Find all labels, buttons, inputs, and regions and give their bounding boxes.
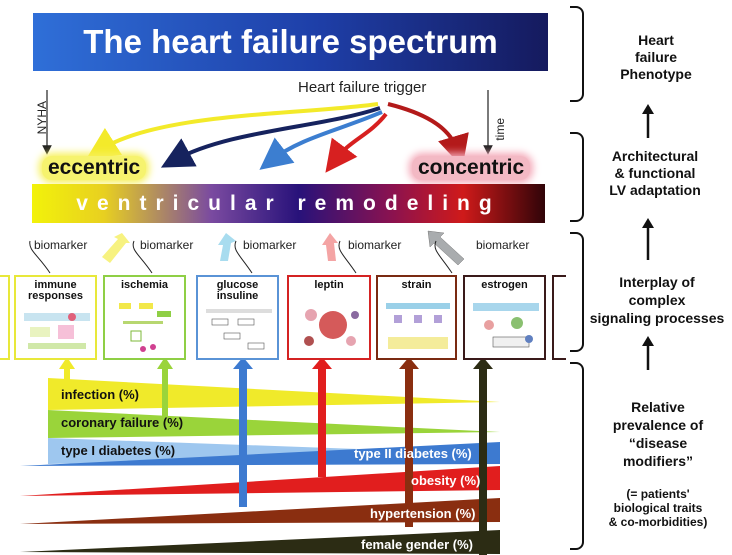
modifier-hypertension: hypertension (%) (370, 506, 476, 521)
biomarker-label-4: biomarker (348, 238, 402, 252)
nyha-label: NYHA (35, 101, 49, 135)
side-label-phenotype: Heart failure Phenotype (620, 32, 692, 82)
box-glucose-insuline: glucose insuline (196, 275, 279, 360)
biomarker-arrows (29, 230, 465, 274)
biomarker-arrow-1 (102, 233, 130, 263)
box-ischemia: ischemia (103, 275, 186, 360)
vert-arrow-brown (405, 367, 413, 527)
page-title: The heart failure spectrum (33, 13, 548, 71)
wedge-infection (48, 378, 500, 410)
vert-arrow-yellow (64, 367, 70, 407)
modifier-female-gender: female gender (%) (361, 537, 473, 552)
wedge-obesity (20, 466, 500, 496)
box-label-ischemia: ischemia (120, 279, 169, 291)
biomarker-arrow-3 (322, 233, 338, 261)
concentric-label: concentric (412, 156, 531, 180)
brace-phenotype (570, 6, 584, 102)
modifier-coronary: coronary failure (%) (61, 415, 184, 430)
arrow-darkred (387, 102, 469, 168)
side-arrows (642, 104, 654, 370)
vert-arrow-red (318, 367, 326, 477)
vert-arrow-black (479, 367, 487, 555)
biomarker-label-5: biomarker (476, 238, 530, 252)
box-immune-responses: immune responses (14, 275, 97, 360)
box-edge-right (552, 275, 566, 360)
side-label-relative: Relative prevalence of “disease modifier… (612, 399, 704, 469)
wedge-type2-diabetes (20, 442, 500, 466)
box-leptin: leptin (287, 275, 371, 360)
wedge-female-gender (20, 530, 500, 554)
time-label: time (493, 118, 507, 141)
biomarker-label-1: biomarker (34, 238, 88, 252)
trigger-label: Heart failure trigger (298, 79, 427, 96)
box-label-glucose: glucose insuline (216, 279, 259, 302)
box-strain: strain (376, 275, 457, 360)
modifier-wedges (20, 378, 500, 554)
box-label-estrogen: estrogen (481, 279, 528, 291)
arrow-yellow (86, 102, 379, 159)
arrow-navy (160, 106, 381, 168)
arrow-blue (259, 110, 383, 170)
trigger-arrows (42, 90, 493, 173)
modifier-type1-diabetes: type I diabetes (%) (61, 443, 176, 458)
box-label-strain: strain (401, 279, 432, 291)
biomarker-arrow-4 (427, 230, 465, 266)
brace-architectural (570, 132, 584, 222)
biomarker-label-3: biomarker (243, 238, 297, 252)
vert-arrow-green (162, 367, 168, 427)
hook-5 (434, 240, 453, 274)
box-estrogen: estrogen (463, 275, 546, 360)
hook-4 (338, 240, 357, 274)
biomarker-label-2: biomarker (140, 238, 194, 252)
side-label-interplay: Interplay of complex signaling processes (589, 274, 725, 326)
modifier-type2-diabetes: type II diabetes (%) (354, 446, 472, 461)
side-label-architectural: Architectural & functional LV adaptation (609, 148, 701, 198)
hook-3 (234, 240, 253, 274)
wedge-hypertension (20, 498, 500, 524)
vert-arrow-blue (239, 367, 247, 507)
hook-2 (132, 240, 153, 274)
vertical-arrows (59, 357, 493, 555)
wedge-coronary (48, 410, 500, 438)
modifier-obesity: obesity (%) (411, 473, 481, 488)
remodeling-bar: ventricular remodeling (32, 184, 545, 223)
box-label-leptin: leptin (314, 279, 344, 291)
biomarker-arrow-2 (218, 233, 236, 261)
hook-1 (29, 240, 51, 274)
brace-relative (570, 362, 584, 550)
eccentric-label: eccentric (42, 156, 147, 180)
brace-interplay (570, 232, 584, 352)
side-label-patients: (= patients' biological traits & co-morb… (608, 487, 708, 529)
box-label-immune: immune responses (27, 279, 84, 302)
wedge-type1-diabetes (48, 438, 500, 464)
arrow-red (325, 112, 388, 173)
box-edge-left (0, 275, 10, 360)
modifier-infection: infection (%) (61, 387, 139, 402)
